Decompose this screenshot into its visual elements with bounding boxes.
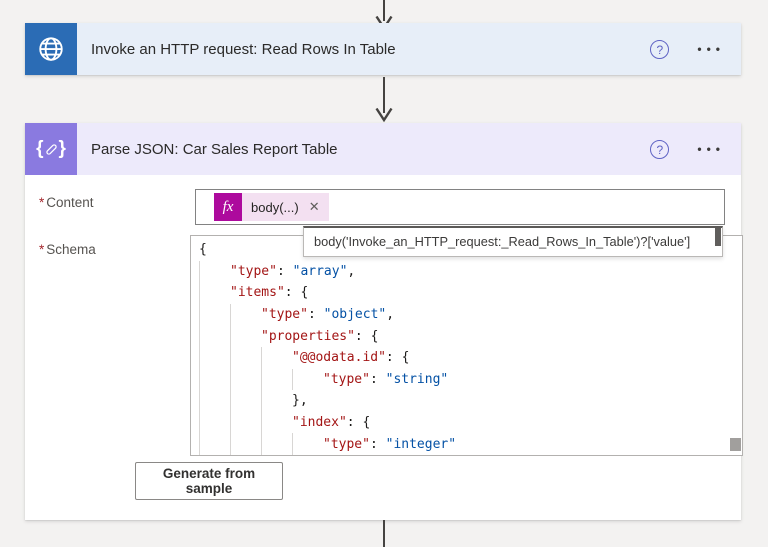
parse-json-connector-icon: { } — [25, 123, 77, 175]
code-line: "index": { — [199, 411, 742, 434]
code-line: { — [199, 242, 207, 258]
remove-token-icon[interactable]: ✕ — [308, 199, 320, 214]
more-options-icon[interactable]: ••• — [693, 140, 729, 158]
indent-guide — [199, 433, 323, 455]
code-line: "@@odata.id": { — [199, 346, 742, 369]
connector-arrow-middle — [374, 76, 394, 123]
fx-expression-icon: fx — [214, 193, 242, 221]
code-line: "type": "object", — [199, 303, 742, 326]
indent-guide — [199, 260, 230, 283]
more-options-icon[interactable]: ••• — [693, 40, 729, 58]
pencil-icon — [45, 143, 57, 155]
action-card-http-request: Invoke an HTTP request: Read Rows In Tab… — [25, 23, 741, 75]
token-label: body(...) — [251, 199, 299, 215]
parse-json-card-header[interactable]: { } Parse JSON: Car Sales Report Table ?… — [25, 123, 741, 175]
code-line: "type": "array", — [199, 260, 742, 283]
brace-open-glyph: { — [36, 138, 44, 159]
indent-guide — [199, 411, 292, 434]
schema-field-label: *Schema — [39, 242, 96, 257]
connector-line-bottom — [383, 520, 385, 547]
help-icon[interactable]: ? — [650, 39, 670, 59]
content-input[interactable]: fx body(...) ✕ — [195, 189, 725, 225]
indent-guide — [199, 282, 230, 304]
parse-json-card-title: Parse JSON: Car Sales Report Table — [91, 140, 338, 158]
schema-code: { "type": "array","items": {"type": "obje… — [191, 236, 742, 455]
indent-guide — [199, 303, 261, 326]
http-connector-icon — [25, 23, 77, 75]
indent-guide — [199, 346, 292, 369]
editor-scrollbar-thumb[interactable] — [730, 438, 741, 451]
expression-tooltip: body('Invoke_an_HTTP_request:_Read_Rows_… — [303, 226, 723, 257]
code-line: "items": { — [199, 282, 742, 304]
tooltip-scrollbar-thumb[interactable] — [715, 228, 721, 246]
brace-close-glyph: } — [58, 138, 66, 159]
dynamic-content-token[interactable]: fx body(...) ✕ — [214, 193, 329, 221]
code-line: }, — [199, 390, 742, 412]
required-asterisk: * — [39, 242, 45, 257]
content-label-text: Content — [46, 195, 94, 210]
content-field-label: *Content — [39, 195, 94, 210]
action-card-parse-json: { } Parse JSON: Car Sales Report Table ?… — [25, 123, 743, 520]
indent-guide — [199, 390, 292, 412]
indent-guide — [199, 368, 323, 391]
arrow-down-icon — [375, 77, 393, 123]
code-line: "properties": { — [199, 325, 742, 347]
http-card-header[interactable]: Invoke an HTTP request: Read Rows In Tab… — [25, 23, 741, 75]
required-asterisk: * — [39, 195, 45, 210]
schema-code-editor[interactable]: { "type": "array","items": {"type": "obje… — [190, 235, 743, 456]
generate-from-sample-button[interactable]: Generate from sample — [135, 462, 283, 500]
help-icon[interactable]: ? — [650, 139, 670, 159]
code-line: "type": "integer" — [199, 433, 742, 455]
code-line: "type": "string" — [199, 368, 742, 391]
expression-tooltip-text: body('Invoke_an_HTTP_request:_Read_Rows_… — [314, 234, 691, 249]
schema-label-text: Schema — [46, 242, 96, 257]
http-card-title: Invoke an HTTP request: Read Rows In Tab… — [91, 40, 396, 58]
globe-icon — [39, 37, 63, 61]
indent-guide — [199, 325, 261, 347]
